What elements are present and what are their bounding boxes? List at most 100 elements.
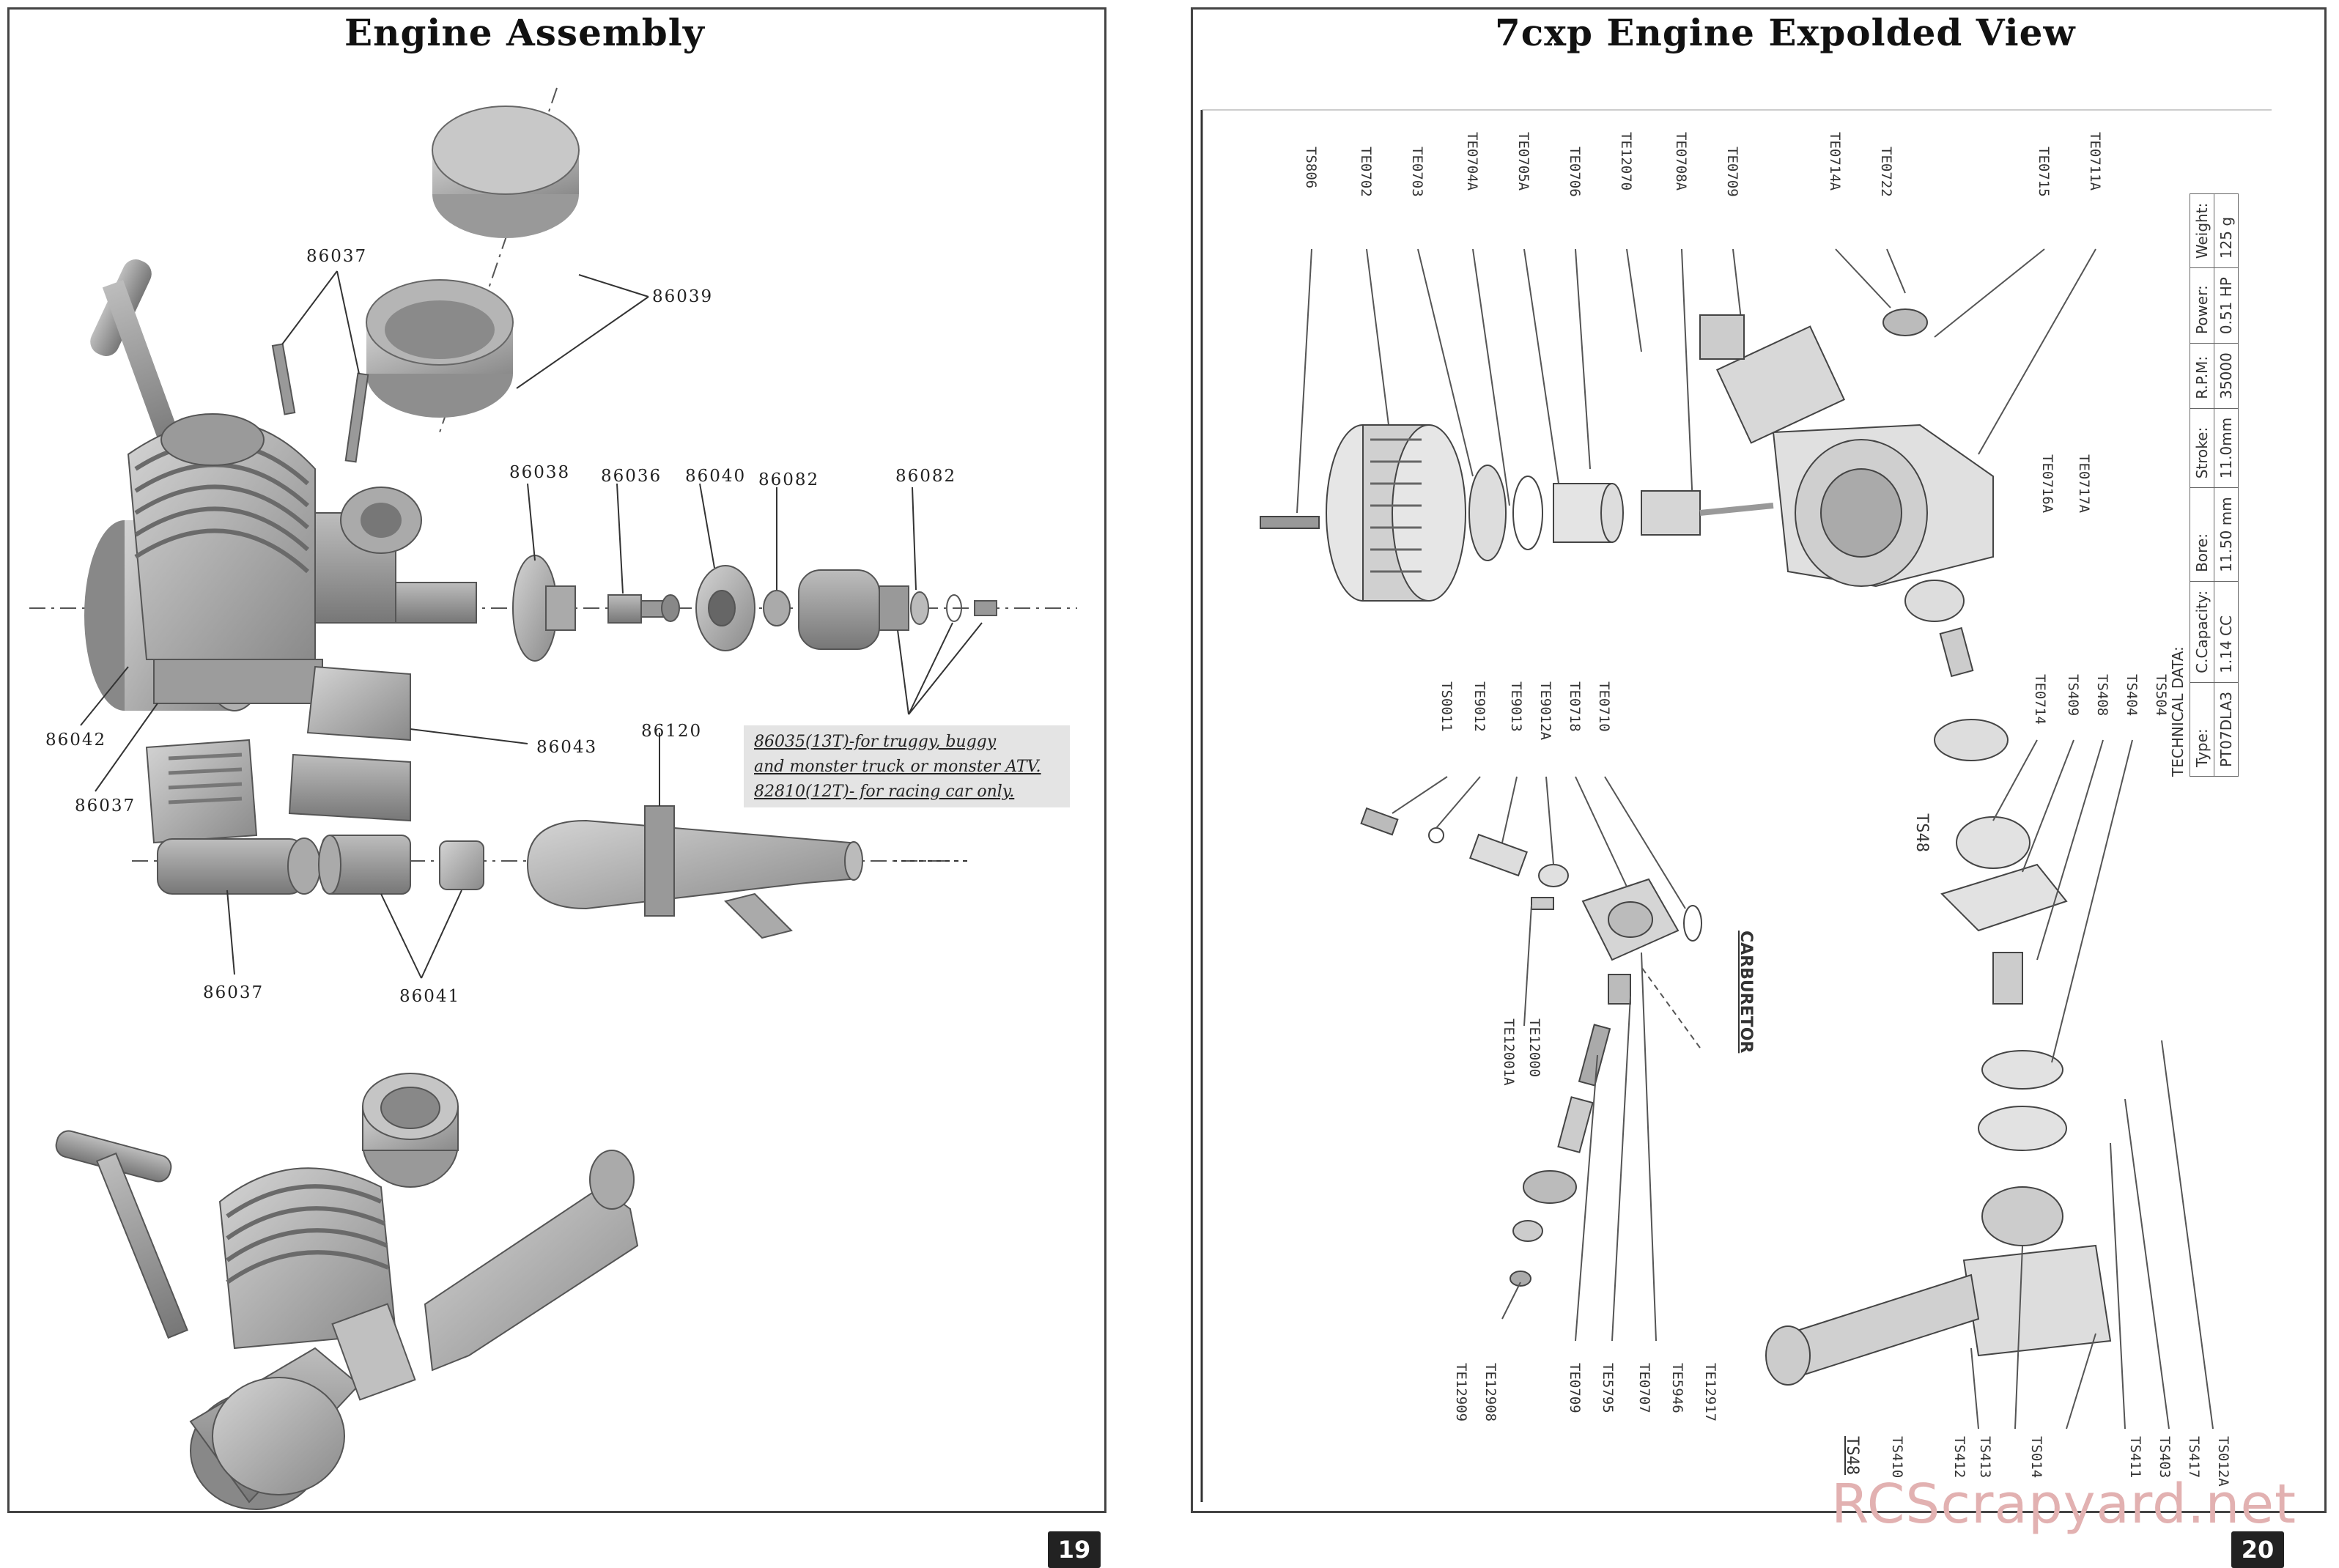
label-86082-a: 86082 [758, 470, 820, 489]
crankcase [1699, 308, 1994, 588]
label-TE0714A: TE0714A [1827, 132, 1843, 191]
carburetor-label: CARBURETOR [1737, 931, 1755, 1054]
engine-assembly-illustration [29, 87, 1077, 1510]
label-TE5795: TE5795 [1600, 1363, 1616, 1413]
label-TE0706: TE0706 [1567, 147, 1583, 197]
tech-header-rpm: R.P.M: [2190, 343, 2214, 409]
tech-value-type: PT07DLA3 [2214, 682, 2239, 777]
label-TS48-side: TS48 [1913, 813, 1931, 852]
tech-value-stroke: 11.0mm [2214, 408, 2239, 488]
label-TE0722: TE0722 [1878, 147, 1894, 197]
sleeve-piston-parts [1468, 465, 1774, 561]
label-86037-left: 86037 [75, 796, 136, 816]
crankshaft [1904, 580, 2009, 761]
fuel-tank-lid [432, 106, 580, 238]
label-TE12909: TE12909 [1453, 1363, 1469, 1422]
label-TE0718: TE0718 [1567, 681, 1583, 732]
label-TS806: TS806 [1303, 147, 1319, 189]
tech-header-type: Type: [2190, 682, 2214, 777]
pinion-note-box: 86035(13T)-for truggy, buggy and monster… [744, 725, 1070, 807]
label-86041: 86041 [399, 987, 461, 1006]
tech-header-stroke: Stroke: [2190, 408, 2214, 488]
label-TS412: TS412 [1951, 1436, 1967, 1479]
label-TS408: TS408 [2094, 674, 2110, 717]
technical-data-table: Type: C.Capacity: Bore: Stroke: R.P.M: P… [2190, 193, 2239, 777]
label-TS411: TS411 [2127, 1436, 2143, 1479]
label-TE0716A: TE0716A [2039, 454, 2055, 514]
label-TS0011: TS0011 [1438, 681, 1455, 732]
label-TS417: TS417 [2186, 1436, 2202, 1479]
label-TE0715: TE0715 [2036, 147, 2052, 197]
label-TE0707: TE0707 [1636, 1363, 1652, 1413]
label-TS014: TS014 [2028, 1436, 2044, 1479]
label-86038: 86038 [509, 463, 571, 482]
label-86039: 86039 [652, 287, 714, 306]
label-86036: 86036 [601, 467, 662, 486]
tech-value-rpm: 35000 [2214, 343, 2239, 409]
page-number-left: 19 [1048, 1531, 1101, 1568]
label-86043: 86043 [536, 738, 598, 757]
label-TE12001A: TE12001A [1501, 1018, 1517, 1086]
tech-header-power: Power: [2190, 267, 2214, 344]
label-TE9012: TE9012 [1471, 681, 1488, 732]
note-line-2: and monster truck or monster ATV. [754, 758, 1041, 776]
label-TS403: TS403 [2157, 1436, 2173, 1479]
right-page-frame [1191, 7, 2327, 1513]
label-TE12917: TE12917 [1702, 1363, 1718, 1422]
label-TS504: TS504 [2153, 674, 2169, 717]
cylinder-head [1260, 424, 1466, 602]
label-TE12908: TE12908 [1482, 1363, 1499, 1422]
label-86082-b: 86082 [895, 467, 957, 486]
note-line-1: 86035(13T)-for truggy, buggy [754, 733, 997, 751]
carburetor-parts [1360, 807, 1702, 1287]
page-number-right: 20 [2231, 1531, 2284, 1568]
label-86120: 86120 [641, 722, 703, 741]
tech-header-capacity: C.Capacity: [2190, 581, 2214, 683]
label-TE0702: TE0702 [1358, 147, 1374, 197]
tech-value-capacity: 1.14 CC [2214, 581, 2239, 683]
engine-body [84, 413, 477, 711]
tech-value-power: 0.51 HP [2214, 267, 2239, 344]
starter-housing [1765, 816, 2112, 1386]
screws-86037 [271, 343, 369, 463]
label-TE0708A: TE0708A [1673, 132, 1689, 191]
assembled-engine-view [55, 1073, 639, 1510]
label-86037-bottom: 86037 [203, 983, 265, 1002]
label-TE12000: TE12000 [1526, 1018, 1542, 1078]
label-TE0704A: TE0704A [1464, 132, 1480, 191]
silicone-coupler-86041 [318, 835, 484, 895]
label-TE0710: TE0710 [1596, 681, 1612, 732]
label-86040: 86040 [685, 467, 747, 486]
right-page-title: 7cxp Engine Expolded View [1495, 11, 2076, 54]
label-TE12070: TE12070 [1618, 132, 1634, 191]
note-line-3: 82810(12T)- for racing car only. [754, 783, 1015, 801]
label-TS404: TS404 [2124, 674, 2140, 717]
table-row: Type: C.Capacity: Bore: Stroke: R.P.M: P… [2190, 193, 2214, 777]
label-86042: 86042 [45, 731, 107, 750]
label-TE0714: TE0714 [2032, 674, 2048, 725]
fuel-tank-cup [366, 279, 514, 418]
label-TE0717A: TE0717A [2076, 454, 2092, 514]
label-TS410: TS410 [1889, 1436, 1905, 1479]
label-TS409: TS409 [2065, 674, 2081, 717]
technical-data-title: TECHNICAL DATA: [2169, 646, 2187, 777]
label-TE9012A: TE9012A [1537, 681, 1553, 741]
label-TE0711A: TE0711A [2087, 132, 2103, 191]
clutch-parts [512, 555, 997, 662]
tech-header-bore: Bore: [2190, 487, 2214, 582]
label-86037-top: 86037 [306, 247, 368, 266]
leader-lines [80, 270, 983, 979]
label-TS48-bottom: TS48 [1843, 1436, 1861, 1475]
pull-starter-handle [90, 259, 184, 453]
label-TE5946: TE5946 [1669, 1363, 1685, 1413]
label-TE0705A: TE0705A [1515, 132, 1531, 191]
label-TS413: TS413 [1977, 1436, 1993, 1479]
engine-mount-86043 [288, 665, 411, 822]
label-TE0709-carb: TE0709 [1567, 1363, 1583, 1413]
left-page-title: Engine Assembly [344, 11, 705, 54]
tech-value-bore: 11.50 mm [2214, 487, 2239, 582]
tech-header-weight: Weight: [2190, 193, 2214, 268]
label-TE9013: TE9013 [1508, 681, 1524, 732]
label-TE0709: TE0709 [1724, 147, 1740, 197]
